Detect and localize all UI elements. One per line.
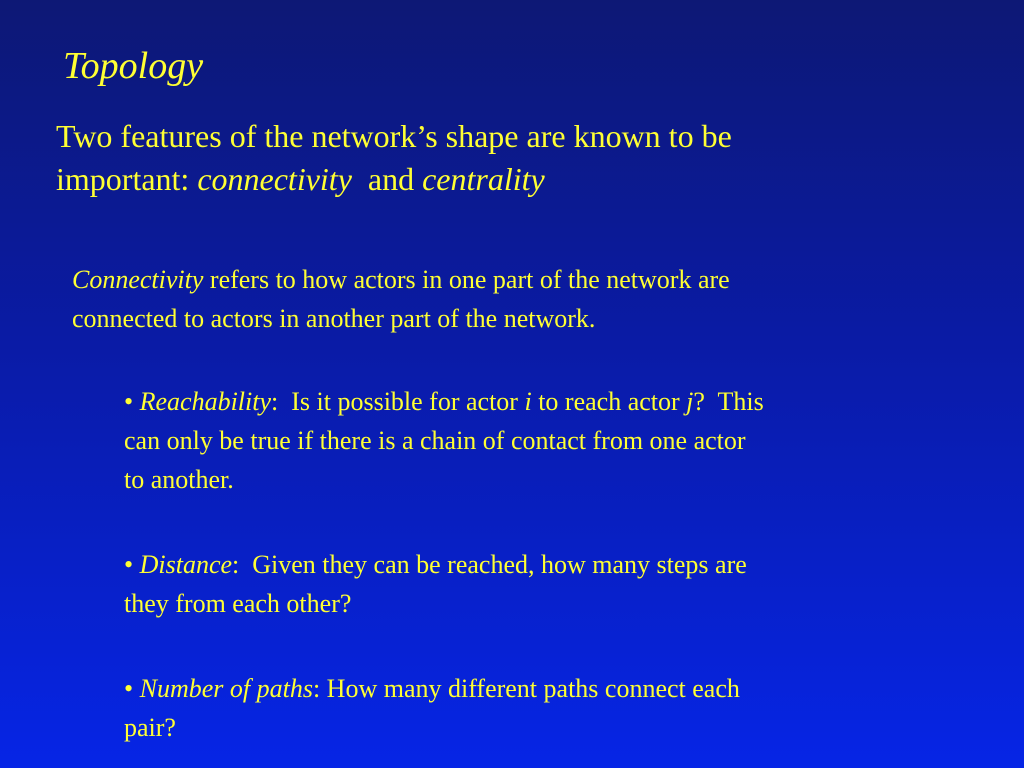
reachability-text-c: ? This [693,387,764,416]
paths-line-1: • Number of paths: How many different pa… [124,669,984,708]
bullet-list: • Reachability: Is it possible for actor… [124,382,984,747]
definition-term: Connectivity [72,265,204,294]
intro-paragraph: Two features of the network’s shape are … [56,115,986,201]
bullet-distance: • Distance: Given they can be reached, h… [124,545,984,623]
definition-line-2: connected to actors in another part of t… [72,304,596,333]
slide-title: Topology [63,45,204,87]
definition-line-1: Connectivity refers to how actors in one… [72,260,992,299]
bullet-marker: • [124,387,140,416]
reachability-line-3: to another. [124,465,234,494]
bullet-number-of-paths: • Number of paths: How many different pa… [124,669,984,747]
bullet-marker: • [124,674,140,703]
definition-line-1-rest: refers to how actors in one part of the … [203,265,730,294]
term-centrality: centrality [422,161,545,197]
bullet-marker: • [124,550,140,579]
intro-joiner: and [351,161,423,197]
paths-text: : How many different paths connect each [312,674,740,703]
paths-term: Number of paths [139,674,313,703]
reachability-line-1: • Reachability: Is it possible for actor… [124,382,984,421]
bullet-reachability: • Reachability: Is it possible for actor… [124,382,984,499]
variable-i: i [524,387,532,416]
term-connectivity: connectivity [197,161,352,197]
paths-line-2: pair? [124,713,176,742]
reachability-text-a: : Is it possible for actor [271,387,525,416]
connectivity-definition: Connectivity refers to how actors in one… [72,260,992,338]
variable-j: j [686,387,694,416]
distance-line-2: they from each other? [124,589,352,618]
reachability-term: Reachability [139,387,272,416]
reachability-text-b: to reach actor [531,387,687,416]
distance-text: : Given they can be reached, how many st… [232,550,747,579]
intro-line-1: Two features of the network’s shape are … [56,118,732,154]
intro-prefix: important: [56,161,198,197]
intro-line-2: important: connectivity and centrality [56,158,986,201]
reachability-line-2: can only be true if there is a chain of … [124,426,746,455]
distance-line-1: • Distance: Given they can be reached, h… [124,545,984,584]
distance-term: Distance [139,550,233,579]
